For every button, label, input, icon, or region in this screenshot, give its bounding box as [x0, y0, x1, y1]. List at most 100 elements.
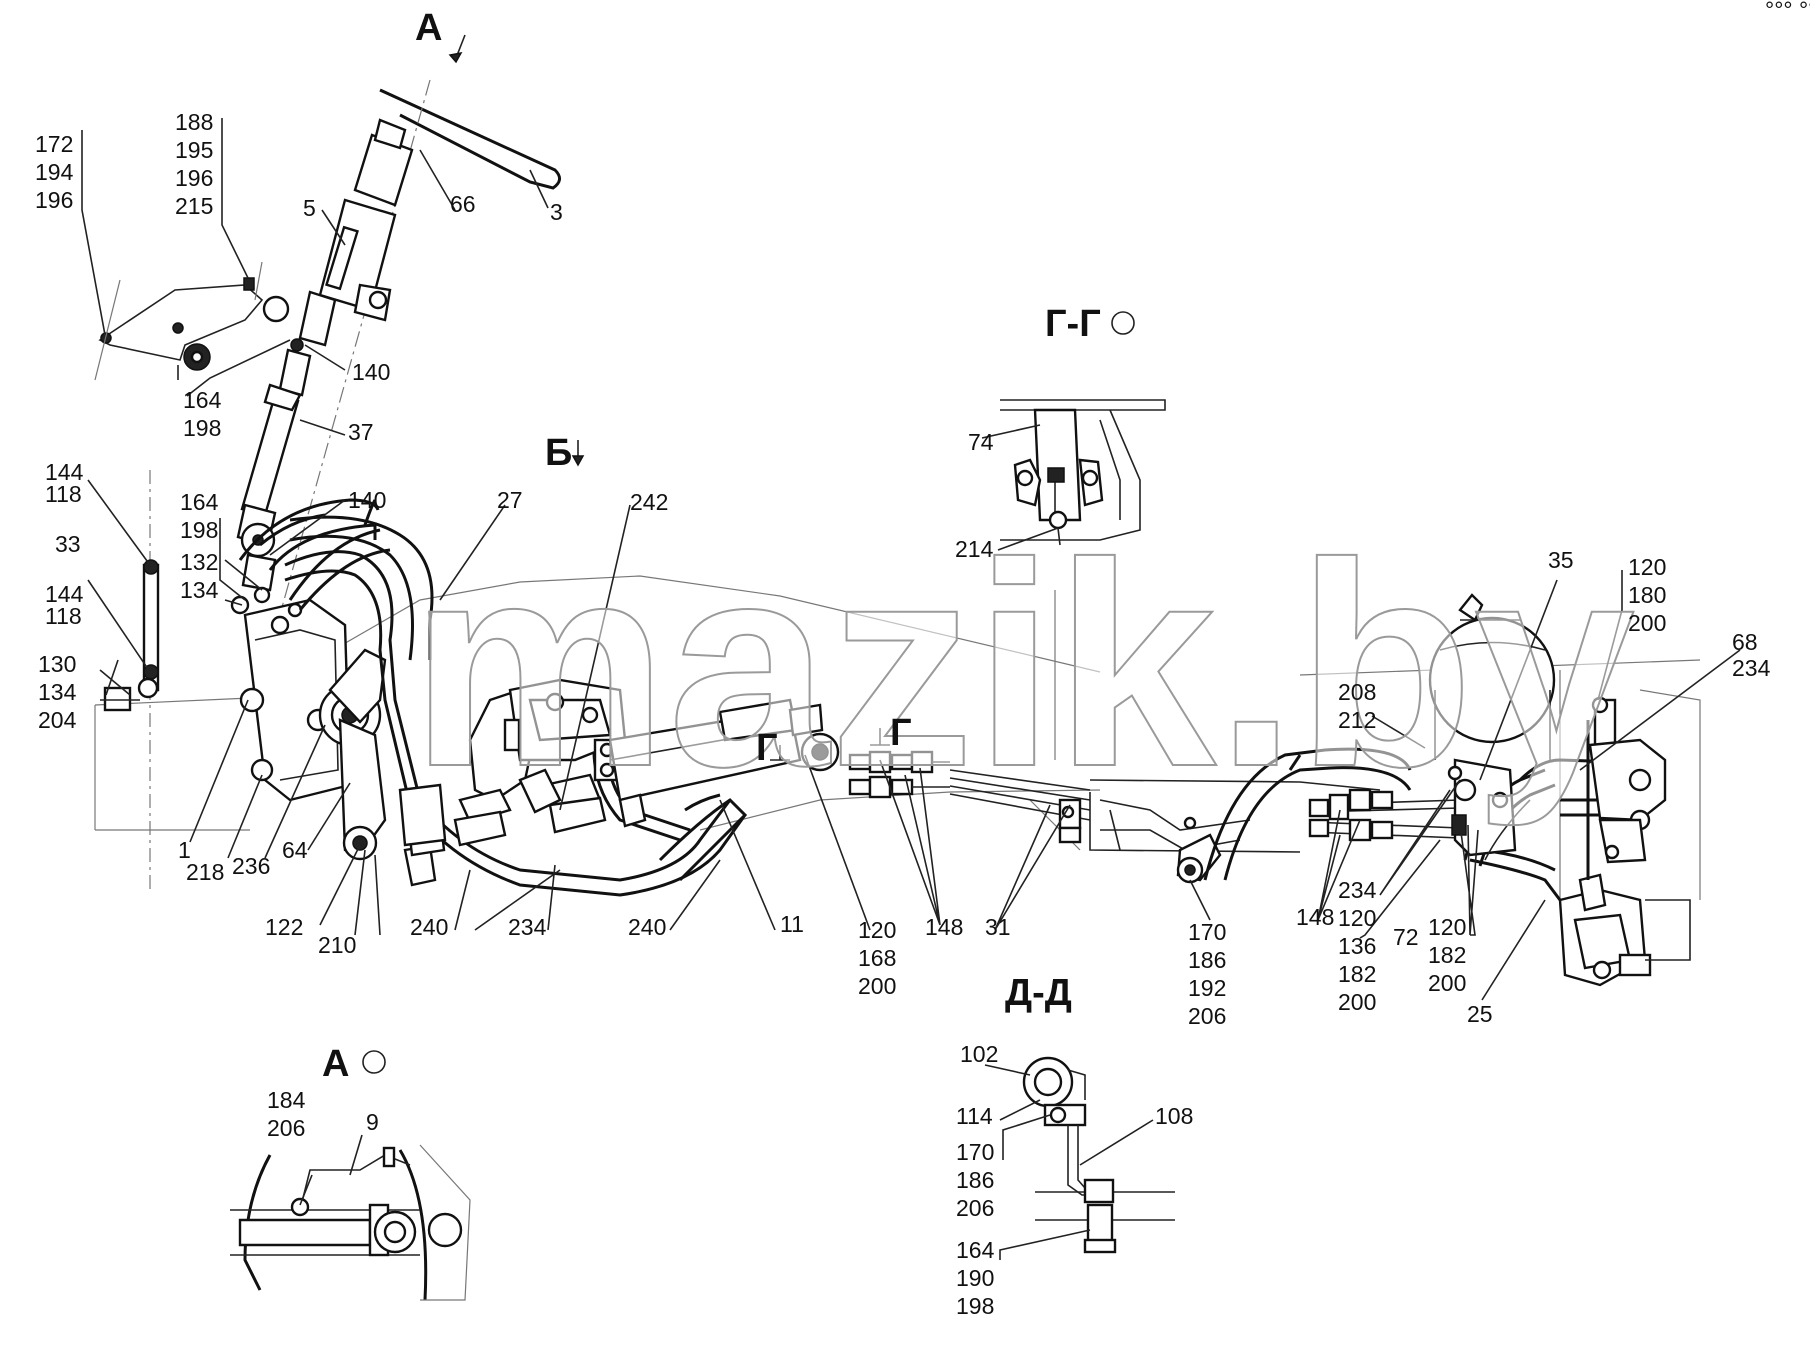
- label-136: 136: [1338, 933, 1376, 959]
- label-144: 144: [45, 459, 84, 485]
- rear-rod-section: [1099, 799, 1251, 884]
- column-bracket: [94, 261, 290, 381]
- label-196: 196: [175, 165, 213, 191]
- label-188: 188: [175, 109, 213, 135]
- steering-wheel-column: [236, 79, 561, 651]
- label-206: 206: [267, 1115, 305, 1141]
- detail-view-a: [230, 1144, 471, 1301]
- part-labels: 172 194 196 188 195 196 215 5 66 3 140 1…: [35, 109, 1771, 1319]
- label-192: 192: [1188, 975, 1226, 1001]
- hose-bundle-31: [949, 769, 1091, 844]
- label-210: 210: [318, 932, 356, 958]
- label-122: 122: [265, 914, 303, 940]
- leader-lines: [81, 118, 1741, 1260]
- label-186: 186: [956, 1167, 994, 1193]
- label-170: 170: [1188, 919, 1226, 945]
- label-134: 134: [38, 679, 77, 705]
- watermark: mazik.by: [410, 503, 1637, 828]
- label-120: 120: [1428, 914, 1466, 940]
- label-148: 148: [925, 914, 963, 940]
- label-27: 27: [497, 487, 523, 513]
- label-180: 180: [1628, 582, 1666, 608]
- label-3: 3: [550, 199, 563, 225]
- label-74: 74: [968, 429, 994, 455]
- label-102: 102: [960, 1041, 998, 1067]
- label-5: 5: [303, 195, 316, 221]
- label-200: 200: [1428, 970, 1466, 996]
- label-182: 182: [1338, 961, 1376, 987]
- label-200: 200: [1628, 610, 1666, 636]
- label-164: 164: [183, 387, 222, 413]
- label-164: 164: [180, 489, 219, 515]
- label-204: 204: [38, 707, 77, 733]
- label-118: 118: [45, 481, 82, 507]
- control-valve: [398, 678, 627, 847]
- label-198: 198: [180, 517, 218, 543]
- label-9: 9: [366, 1109, 379, 1135]
- section-g-g: [1000, 399, 1166, 546]
- label-37: 37: [348, 419, 374, 445]
- label-184: 184: [267, 1087, 306, 1113]
- label-72: 72: [1393, 924, 1419, 950]
- label-236: 236: [232, 853, 270, 879]
- label-168: 168: [858, 945, 896, 971]
- power-cylinder: [608, 698, 840, 828]
- label-240: 240: [628, 914, 666, 940]
- label-11: 11: [780, 911, 804, 937]
- cut-g-right: Г: [890, 712, 912, 754]
- label-118: 118: [45, 603, 82, 629]
- label-234: 234: [1732, 655, 1771, 681]
- label-206: 206: [956, 1195, 994, 1221]
- label-234: 234: [508, 914, 547, 940]
- label-31: 31: [985, 914, 1011, 940]
- label-186: 186: [1188, 947, 1226, 973]
- label-234: 234: [1338, 877, 1377, 903]
- label-132: 132: [180, 549, 218, 575]
- label-120: 120: [1338, 905, 1376, 931]
- label-195: 195: [175, 137, 213, 163]
- view-b-title: Б: [545, 432, 572, 474]
- label-200: 200: [858, 973, 896, 999]
- label-140: 140: [352, 359, 390, 385]
- label-214: 214: [955, 536, 994, 562]
- oil-tank: [1428, 593, 1556, 861]
- label-190: 190: [956, 1265, 994, 1291]
- rear-pump: [1558, 696, 1691, 987]
- label-33: 33: [55, 531, 81, 557]
- label-198: 198: [183, 415, 221, 441]
- link-bar-33: [100, 559, 160, 712]
- label-212: 212: [1338, 707, 1376, 733]
- label-120: 120: [1628, 554, 1666, 580]
- section-marks: [362, 34, 1135, 1074]
- steering-gear: [230, 586, 446, 887]
- label-194: 194: [35, 159, 74, 185]
- label-242: 242: [630, 489, 668, 515]
- label-114: 114: [956, 1103, 993, 1129]
- label-120: 120: [858, 917, 896, 943]
- label-240: 240: [410, 914, 448, 940]
- section-d-title: Д-Д: [1005, 972, 1072, 1014]
- detail-a-title: А: [322, 1043, 349, 1085]
- label-66: 66: [450, 191, 476, 217]
- label-64: 64: [282, 837, 308, 863]
- section-d-d: [1022, 1056, 1175, 1254]
- label-68: 68: [1732, 629, 1758, 655]
- cut-g-left: Г: [756, 727, 778, 769]
- label-218: 218: [186, 859, 224, 885]
- label-35: 35: [1548, 547, 1574, 573]
- label-208: 208: [1338, 679, 1376, 705]
- label-198: 198: [956, 1293, 994, 1319]
- section-g-title: Г-Г: [1045, 303, 1101, 345]
- label-200: 200: [1338, 989, 1376, 1015]
- label-215: 215: [175, 193, 213, 219]
- label-108: 108: [1155, 1103, 1193, 1129]
- label-134: 134: [180, 577, 219, 603]
- label-1: 1: [178, 837, 191, 863]
- label-206: 206: [1188, 1003, 1226, 1029]
- view-a-title: А: [415, 7, 442, 49]
- label-182: 182: [1428, 942, 1466, 968]
- label-130: 130: [38, 651, 76, 677]
- label-25: 25: [1467, 1001, 1493, 1027]
